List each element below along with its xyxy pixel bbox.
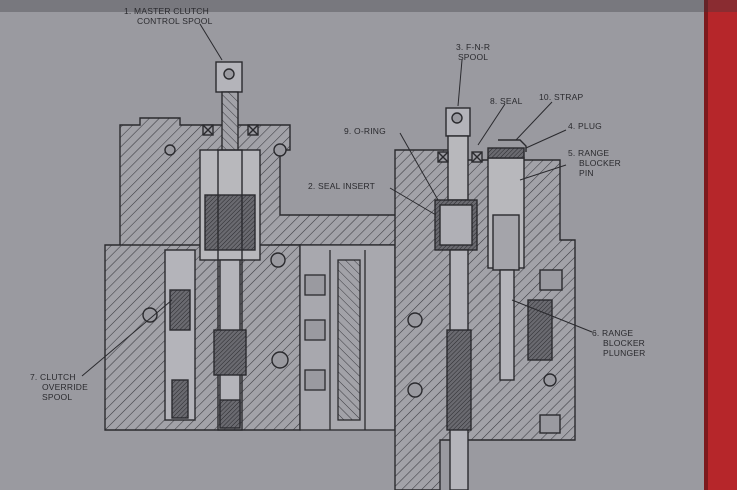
label-seal: 8. SEAL — [490, 96, 523, 106]
label-clutch-override-spool: 7. CLUTCH OVERRIDE SPOOL — [30, 372, 88, 402]
label-seal-insert: 2. SEAL INSERT — [308, 181, 376, 191]
binder-edge — [704, 0, 737, 490]
leader-lines — [81, 23, 593, 377]
middle-passage-section — [299, 244, 396, 431]
label-strap: 10. STRAP — [539, 92, 584, 102]
label-range-blocker-pin: 5. RANGE BLOCKER PIN — [568, 148, 622, 178]
fnr-section — [394, 107, 576, 490]
label-master-clutch-control-spool: 1. MASTER CLUTCH CONTROL SPOOL — [124, 6, 213, 26]
master-clutch-section — [104, 61, 436, 431]
label-range-blocker-plunger: 6. RANGE BLOCKER PLUNGER — [592, 328, 646, 358]
label-fnr-spool: 3. F-N-R SPOOL — [456, 42, 491, 62]
label-plug: 4. PLUG — [568, 121, 602, 131]
label-o-ring: 9. O-RING — [344, 126, 386, 136]
